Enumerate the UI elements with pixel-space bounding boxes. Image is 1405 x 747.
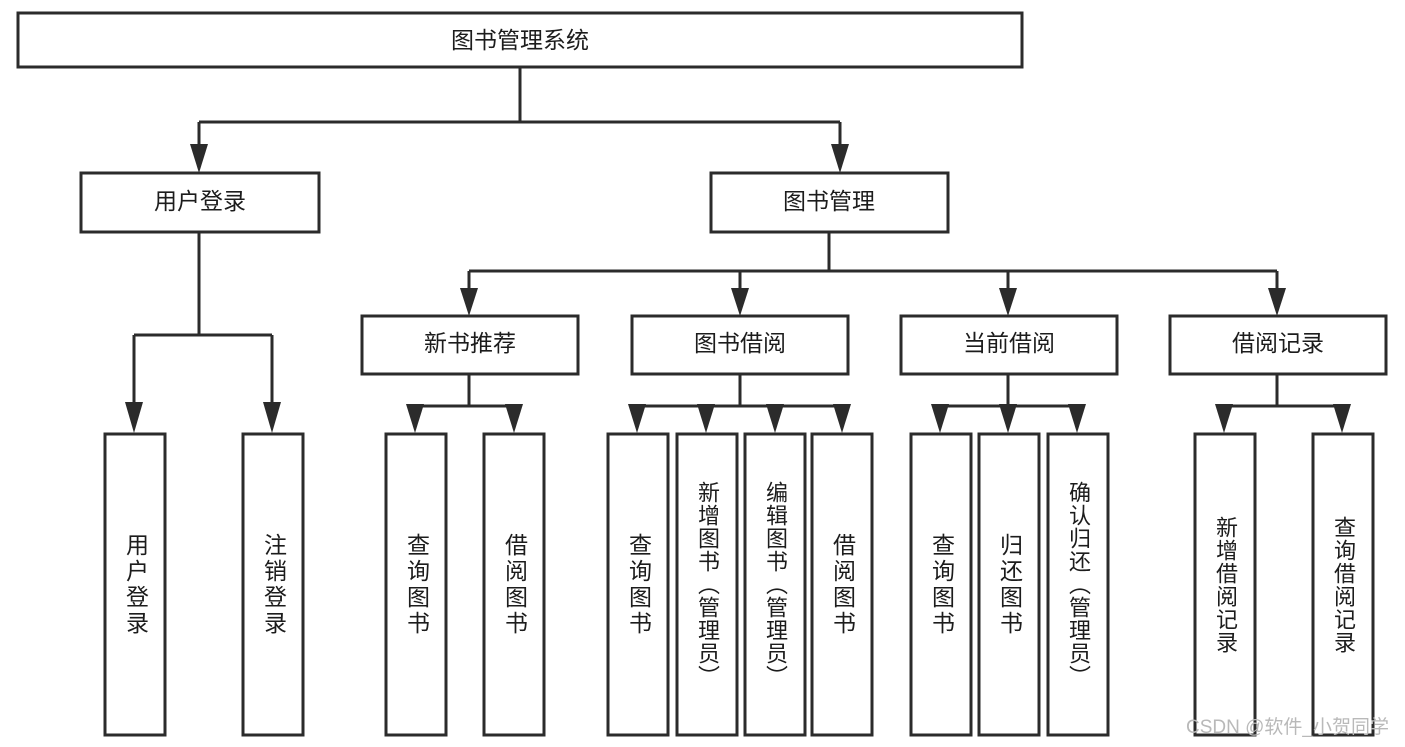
- connector-book-borrow-to-leaves: [628, 374, 851, 433]
- node-book-borrow[interactable]: 图书借阅: [630, 314, 850, 376]
- node-new-book-recommend-label: 新书推荐: [424, 330, 516, 356]
- node-root[interactable]: 图书管理系统: [16, 11, 1024, 69]
- node-current-borrow[interactable]: 当前借阅: [899, 314, 1119, 376]
- connector-borrow-record-to-leaves: [1215, 374, 1351, 433]
- node-current-borrow-label: 当前借阅: [963, 330, 1055, 356]
- leaf-box-borrow-add-admin[interactable]: [675, 432, 739, 737]
- leaf-box-user-login-login[interactable]: [103, 432, 167, 737]
- node-new-book-recommend[interactable]: 新书推荐: [360, 314, 580, 376]
- leaf-box-borrow-edit-admin[interactable]: [743, 432, 807, 737]
- node-book-borrow-label: 图书借阅: [694, 330, 786, 356]
- leaf-box-current-query[interactable]: [909, 432, 973, 737]
- csdn-watermark: CSDN @软件_小贺同学: [1186, 717, 1389, 738]
- node-book-management[interactable]: 图书管理: [709, 171, 950, 234]
- leaf-box-new-book-query[interactable]: [384, 432, 448, 737]
- leaf-box-current-return[interactable]: [977, 432, 1041, 737]
- node-borrow-record[interactable]: 借阅记录: [1168, 314, 1388, 376]
- leaf-box-borrow-query[interactable]: [606, 432, 670, 737]
- leaf-box-record-query[interactable]: [1311, 432, 1375, 737]
- node-user-login[interactable]: 用户登录: [79, 171, 321, 234]
- connector-current-borrow-to-leaves: [931, 374, 1086, 433]
- connector-book-mgmt-to-level3: [460, 232, 1286, 316]
- leaf-box-current-confirm-admin[interactable]: [1046, 432, 1110, 737]
- leaf-box-borrow-borrow[interactable]: [810, 432, 874, 737]
- node-book-management-label: 图书管理: [783, 188, 875, 214]
- connector-user-login-to-leaves: [125, 232, 281, 433]
- node-user-login-label: 用户登录: [154, 188, 246, 214]
- leaf-box-record-add[interactable]: [1193, 432, 1257, 737]
- node-borrow-record-label: 借阅记录: [1232, 330, 1324, 356]
- leaf-box-new-book-borrow[interactable]: [482, 432, 546, 737]
- leaf-box-user-login-logout[interactable]: [241, 432, 305, 737]
- node-root-label: 图书管理系统: [451, 27, 589, 53]
- connector-new-book-to-leaves: [406, 374, 523, 433]
- connector-root-to-level2: [190, 67, 849, 173]
